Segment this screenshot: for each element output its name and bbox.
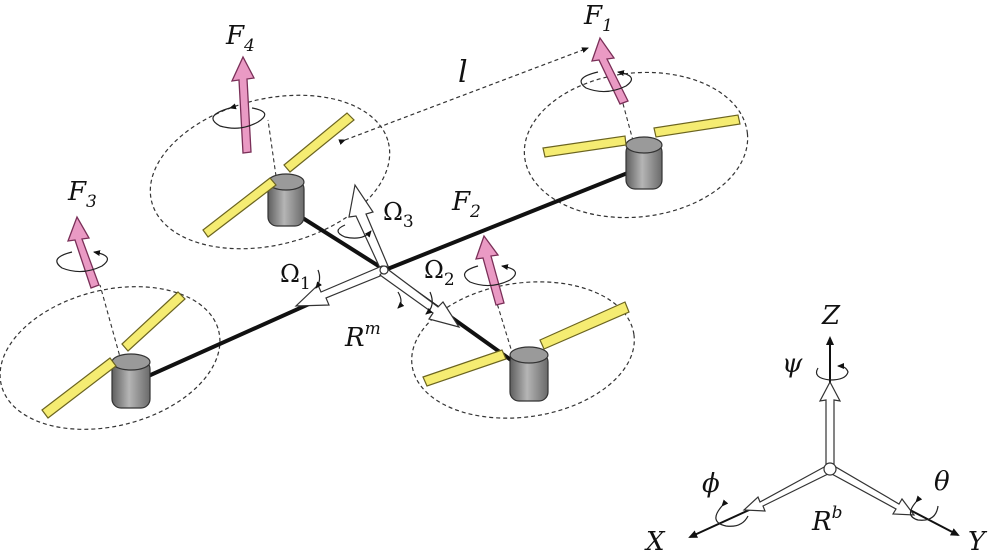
blade-2a: [422, 349, 507, 387]
rm-arc: [397, 291, 405, 309]
label-axis-x: X: [644, 527, 666, 555]
label-f3: F3: [67, 177, 97, 212]
arm-4: [288, 208, 387, 272]
rotor-disk-1: [523, 71, 749, 219]
drone-center-frame: [294, 183, 461, 328]
arm-length-line: [338, 47, 589, 145]
rotor-disk-3: [0, 286, 221, 430]
motors: [111, 136, 663, 409]
label-axis-z: Z: [821, 301, 841, 331]
z-axis-white-arrow: [818, 380, 842, 465]
rotation-arcs-center: [315, 224, 433, 315]
x-axis-white-arrow: [742, 465, 831, 512]
blade-1a: [542, 135, 627, 158]
phi-arc: [715, 499, 749, 527]
label-theta: θ: [934, 467, 950, 497]
spin-arc-2: [463, 264, 517, 287]
label-omega3: Ω3: [383, 198, 414, 232]
omega1-arc: [315, 269, 322, 289]
thrust-arrow-1: [591, 36, 629, 105]
propeller-blades: [41, 112, 741, 419]
label-omega2: Ω2: [424, 256, 455, 290]
label-f2: F2: [451, 187, 481, 222]
arm-1: [383, 166, 642, 272]
blade-1b: [653, 114, 741, 138]
spin-arc-1: [580, 70, 633, 93]
spin-arc-3: [56, 250, 109, 273]
blade-4a: [202, 177, 277, 238]
spin-arc-4: [212, 103, 266, 129]
rotor-disk-4: [149, 94, 391, 250]
blade-3b: [121, 291, 186, 352]
blade-3a: [41, 357, 117, 419]
label-arm-length: l: [458, 55, 468, 90]
motor-2: [509, 346, 549, 402]
theta-arc: [909, 495, 939, 521]
thrust-arrow-2: [475, 234, 505, 306]
thrust-rotation-arcs: [56, 70, 633, 287]
label-omega1: Ω1: [280, 260, 311, 294]
blade-2b: [539, 301, 630, 350]
center-arrow-right: [379, 267, 461, 328]
omega2-arc: [425, 291, 433, 315]
y-axis-white-arrow: [829, 465, 916, 516]
body-frame-axes: [688, 336, 960, 538]
center-origin: [379, 265, 389, 275]
label-f1: F1: [583, 1, 613, 36]
rotor-disk-2: [411, 281, 635, 419]
thrust-arrow-4: [230, 55, 256, 154]
center-arrow-left: [294, 265, 386, 307]
body-frame-origin: [823, 462, 837, 476]
center-arrow-up: [348, 183, 389, 269]
thrust-arrows: [67, 36, 629, 306]
blade-4b: [283, 112, 355, 173]
label-psi: ψ: [782, 349, 803, 379]
psi-arc: [815, 363, 849, 381]
motor-1: [625, 136, 663, 190]
omega3-arc: [337, 224, 372, 239]
label-f4: F4: [225, 21, 255, 56]
label-phi: ϕ: [702, 469, 720, 499]
y-axis-line: [909, 509, 960, 536]
label-body-frame: Rb: [811, 503, 842, 537]
label-motor-frame: Rm: [344, 319, 381, 353]
label-axis-y: Y: [968, 527, 988, 555]
labels: F4 F1 F3 F2 l Ω3 Ω1 Ω2 Rm Z ψ ϕ θ Rb X Y: [67, 1, 988, 557]
motor-3: [111, 353, 151, 409]
